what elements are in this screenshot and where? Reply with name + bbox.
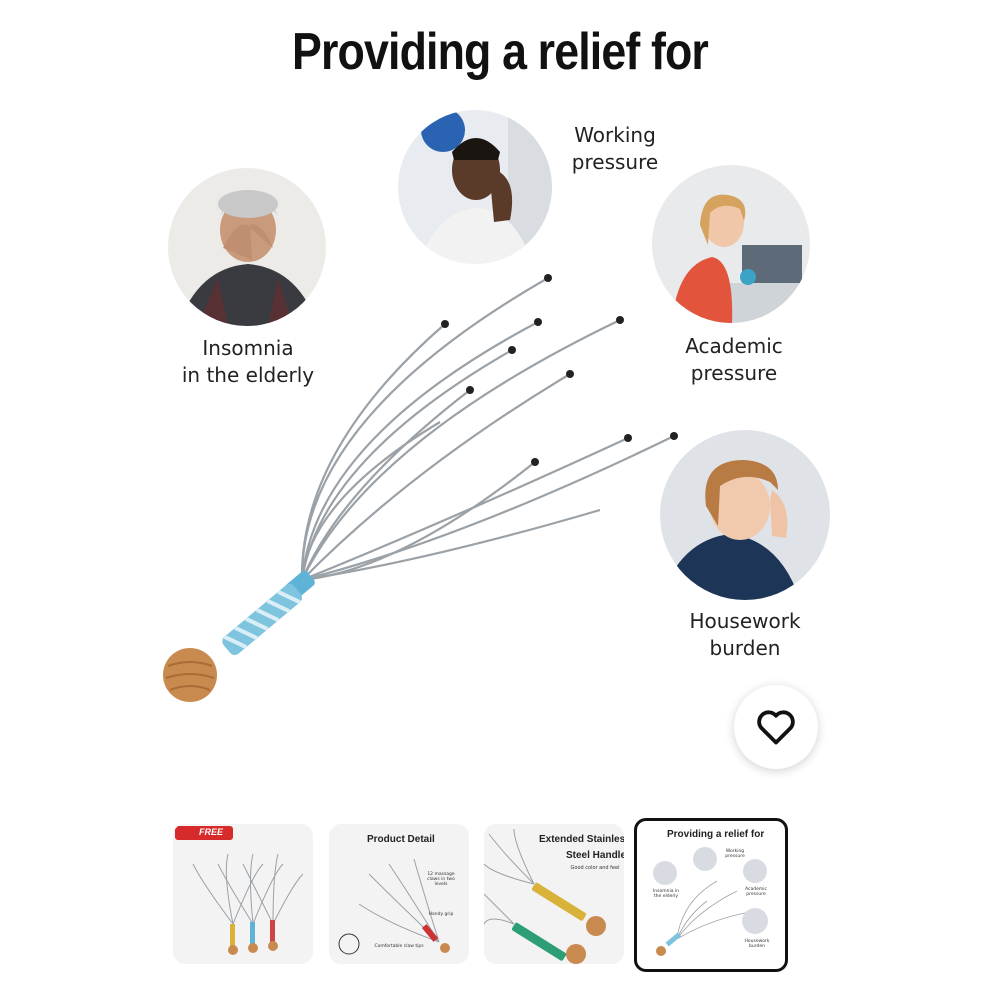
free-badge-label: FREE xyxy=(199,827,224,837)
favorite-button[interactable] xyxy=(734,685,818,769)
photo-elderly-man xyxy=(168,168,326,326)
mini-caption-housework: Housework burden xyxy=(744,939,770,949)
head-massager-illustration xyxy=(163,274,678,702)
massagers-group-image xyxy=(192,853,304,955)
thumbnail-3[interactable]: Extended Stainless Steel Handle Good col… xyxy=(484,824,624,964)
photo-working-man xyxy=(398,110,552,264)
thumbnail-strip: FREE Product Detail 12 massage claw xyxy=(0,818,1000,978)
flag-badge xyxy=(175,826,233,840)
caption-insomnia: Insomnia in the elderly xyxy=(181,336,315,387)
note-claws: 12 massage claws in two levels xyxy=(427,872,455,887)
caption-working: Working pressure xyxy=(571,123,659,174)
heart-icon xyxy=(757,710,795,745)
product-main-image[interactable]: Providing a relief for Working pressure … xyxy=(0,0,1000,800)
note-grip: Handy grip xyxy=(428,912,454,917)
caption-housework: Housework burden xyxy=(689,609,801,660)
thumbnail-4-title: Providing a relief for xyxy=(667,829,765,840)
photo-tired-woman xyxy=(660,430,830,600)
thumbnail-3-line1: Extended Stainless xyxy=(539,834,624,845)
steel-handle-image xyxy=(484,828,606,964)
thumbnail-1[interactable]: FREE xyxy=(173,824,313,964)
thumbnail-3-line2: Steel Handle xyxy=(566,850,624,861)
thumbnail-2[interactable]: Product Detail 12 massage claws in two l… xyxy=(329,824,469,964)
relief-mini-image xyxy=(653,847,768,956)
mini-caption-working: Working pressure xyxy=(725,849,745,859)
thumbnail-4-selected[interactable]: Providing a relief for Working pressure … xyxy=(634,818,788,972)
thumbnail-3-sub: Good color and feel xyxy=(570,865,620,871)
page-title: Providing a relief for xyxy=(292,23,709,81)
thumbnail-2-title: Product Detail xyxy=(367,834,435,845)
note-tips: Comfortable claw tips xyxy=(374,944,424,949)
caption-academic: Academic pressure xyxy=(685,334,783,385)
mini-caption-academic: Academic pressure xyxy=(745,887,767,897)
product-detail-diagram xyxy=(338,858,450,955)
mini-caption-insomnia: Insomnia in the elderly xyxy=(652,889,680,899)
photo-student-girl xyxy=(652,165,810,323)
